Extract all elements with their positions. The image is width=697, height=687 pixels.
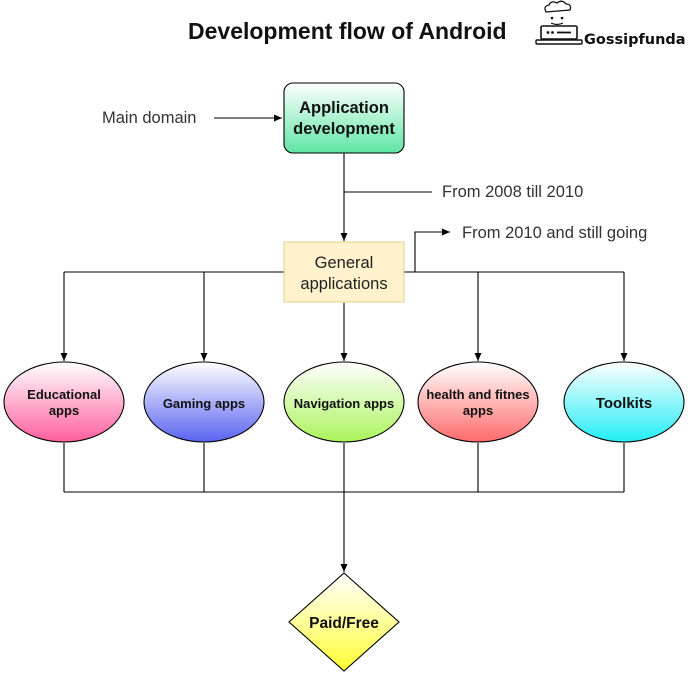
application-development-line1: Application bbox=[299, 99, 389, 117]
period-2-arrow bbox=[414, 228, 450, 272]
paid-free-label: Paid/Free bbox=[309, 615, 379, 632]
category-label-line1: Gaming apps bbox=[163, 396, 245, 411]
category-label-line1: Navigation apps bbox=[294, 396, 394, 411]
category-label-line1: health and fitnes bbox=[426, 387, 529, 402]
paid-free-decision-node: Paid/Free bbox=[288, 572, 400, 672]
period-2008-2010-label: From 2008 till 2010 bbox=[442, 183, 583, 201]
general-applications-line1: General bbox=[315, 254, 374, 272]
category-label-line2: apps bbox=[463, 403, 493, 418]
category-node-navigation: Navigation apps bbox=[283, 361, 405, 443]
general-applications-node: General applications bbox=[283, 241, 405, 303]
category-node-toolkits: Toolkits bbox=[563, 361, 685, 443]
chef-laptop-logo-icon bbox=[535, 0, 583, 45]
general-applications-line2: applications bbox=[300, 275, 387, 293]
category-node-educational: Educational apps bbox=[3, 361, 125, 443]
category-label-line1: Toolkits bbox=[596, 395, 652, 412]
application-development-node: Application development bbox=[283, 82, 405, 154]
main-domain-label: Main domain bbox=[102, 109, 196, 127]
brand-name: Gossipfunda bbox=[584, 32, 686, 48]
category-node-gaming: Gaming apps bbox=[143, 361, 265, 443]
category-label-line1: Educational bbox=[27, 387, 101, 402]
period-2010-onward-label: From 2010 and still going bbox=[462, 224, 647, 242]
category-node-health: health and fitnes apps bbox=[417, 361, 539, 443]
category-label-line2: apps bbox=[49, 403, 79, 418]
diagram-title: Development flow of Android bbox=[188, 18, 507, 44]
application-development-line2: development bbox=[293, 120, 395, 138]
